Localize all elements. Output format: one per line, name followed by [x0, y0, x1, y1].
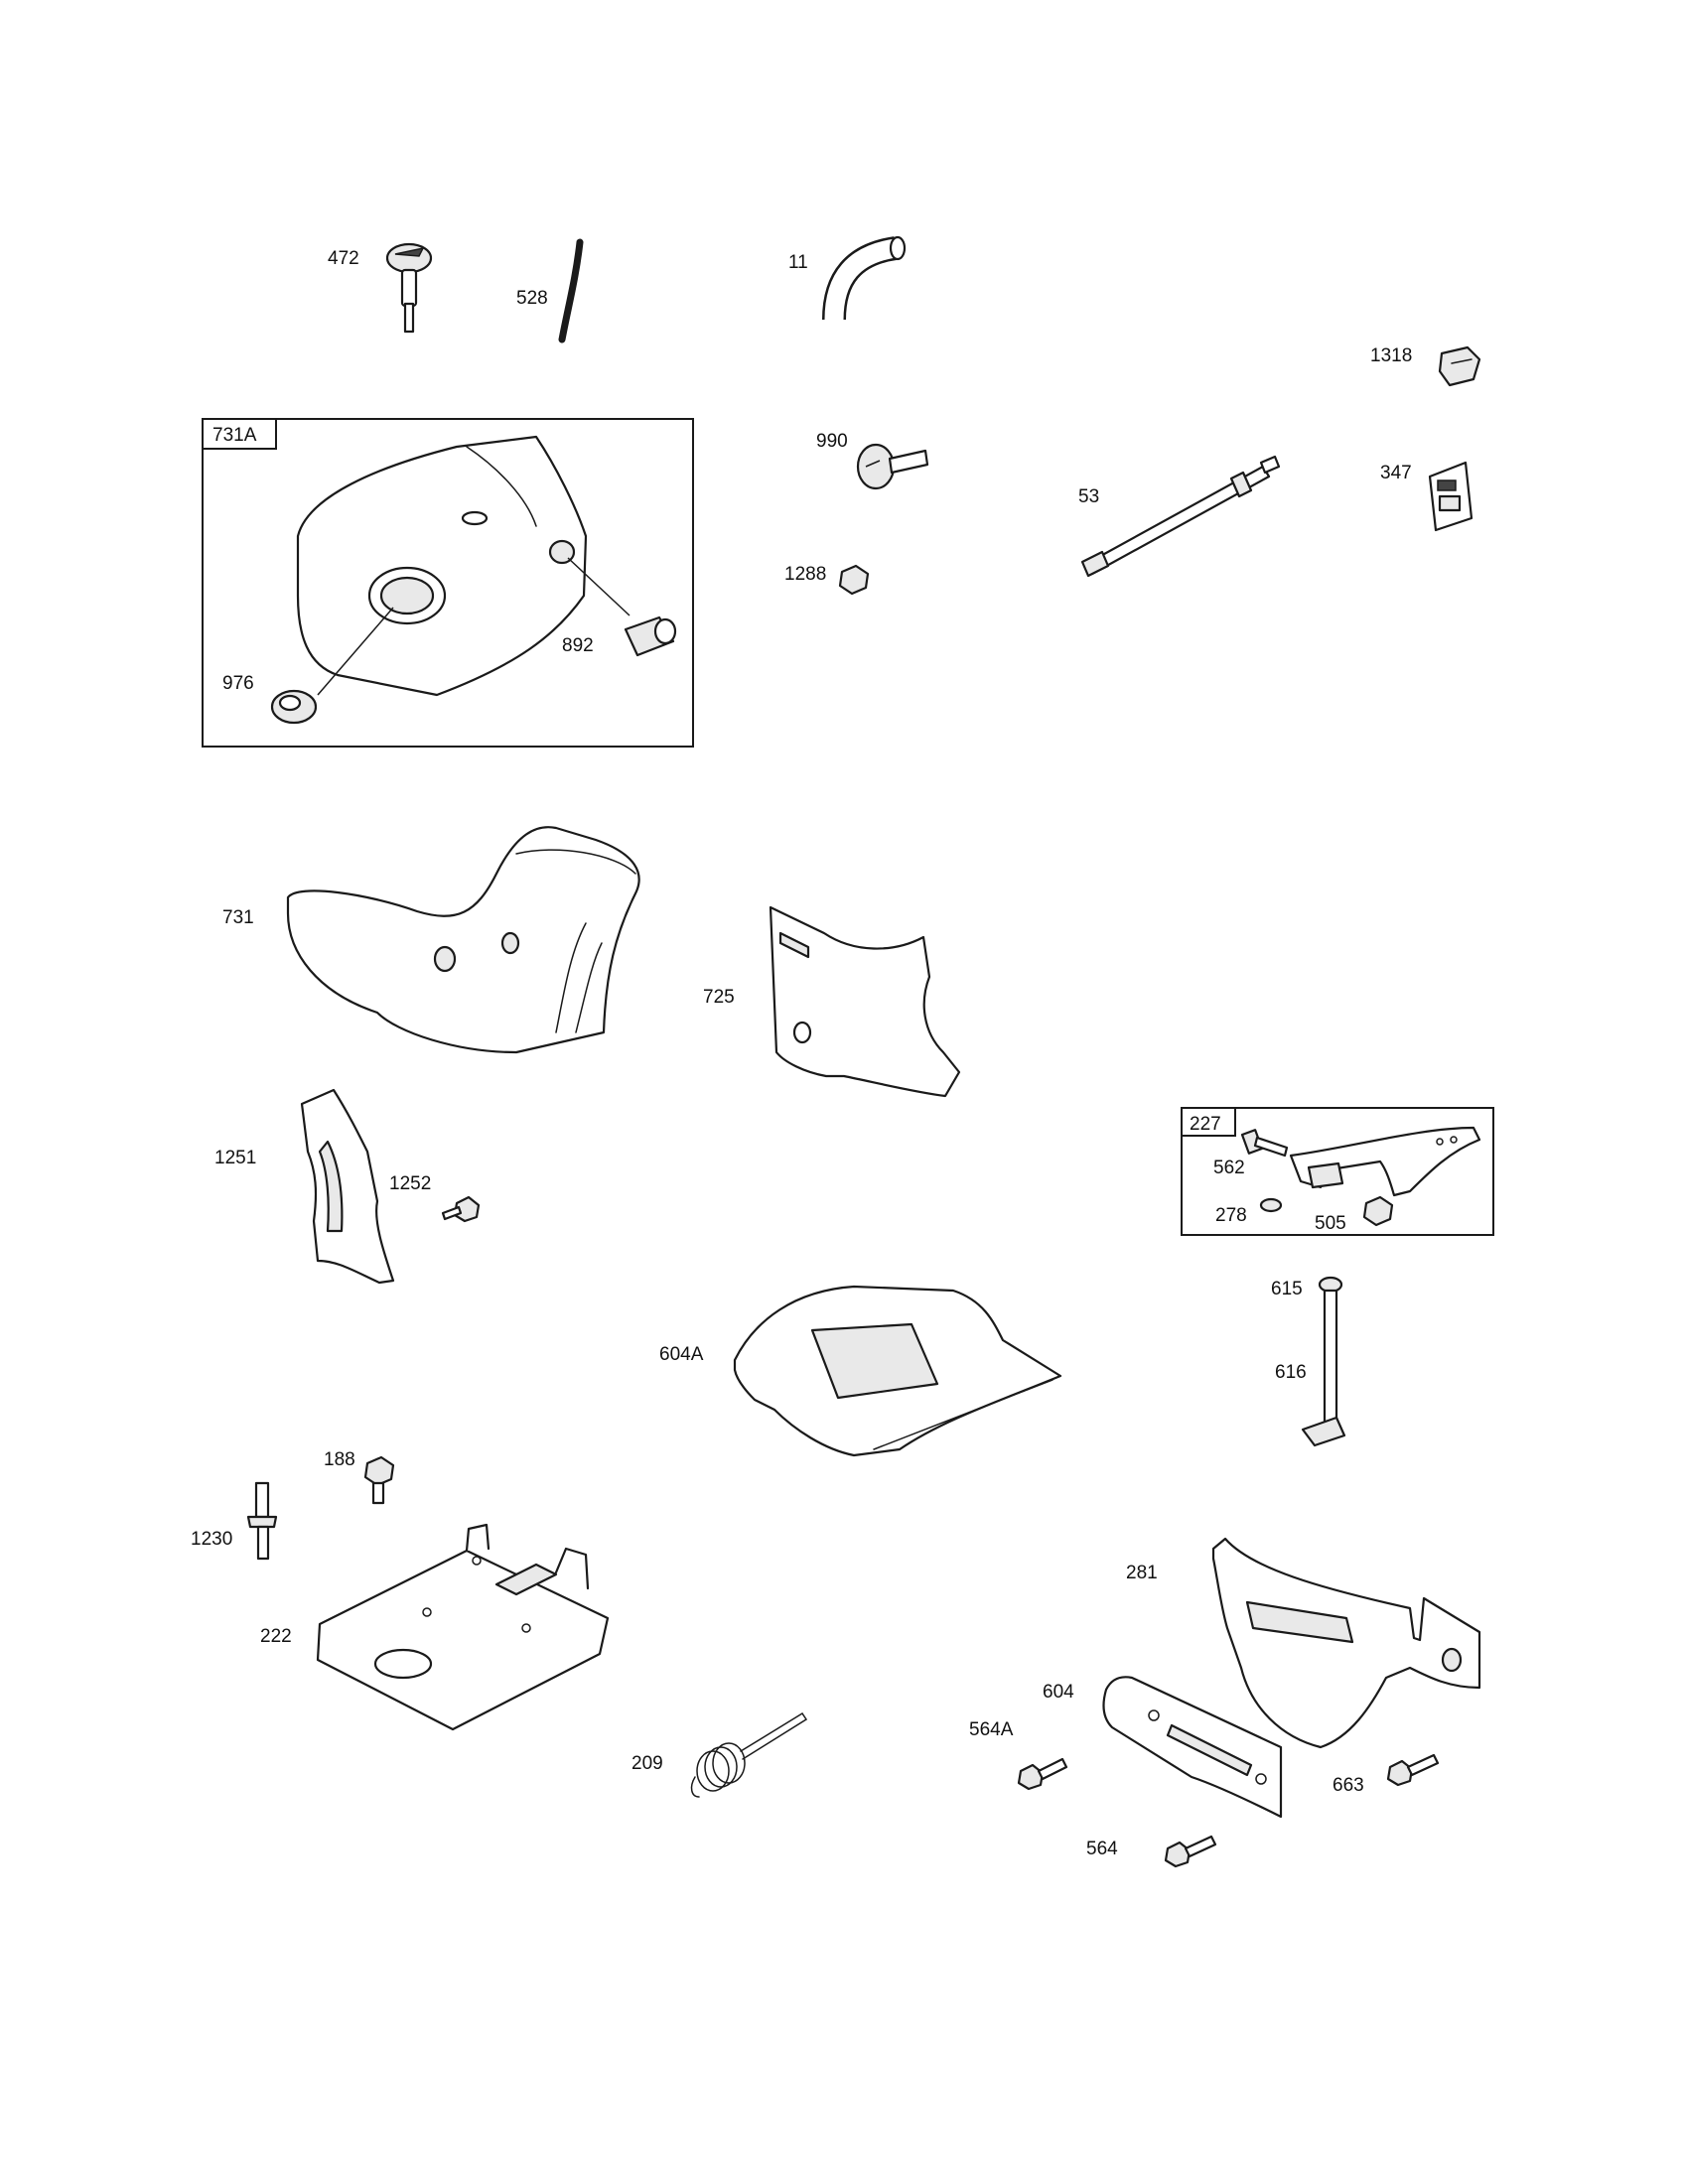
callout-731: 731 — [222, 907, 254, 928]
callout-725: 725 — [703, 987, 735, 1008]
part-227-bracket — [1289, 1126, 1481, 1197]
callout-278: 278 — [1215, 1205, 1247, 1226]
part-562-screw — [1240, 1129, 1289, 1158]
callout-562: 562 — [1213, 1158, 1245, 1178]
callout-976: 976 — [222, 673, 254, 694]
callout-labels: 472 528 11 1318 731A 990 53 347 1288 892… — [191, 248, 1412, 1859]
callout-1230: 1230 — [191, 1529, 232, 1550]
leader-892 — [567, 557, 631, 616]
callout-1318: 1318 — [1370, 345, 1412, 366]
part-564-screw — [1164, 1835, 1217, 1868]
part-604A-air-guide — [733, 1285, 1062, 1457]
part-892-switch — [624, 615, 677, 657]
callout-604A: 604A — [659, 1344, 704, 1365]
part-725-shroud — [769, 905, 961, 1098]
callout-564A: 564A — [969, 1719, 1014, 1740]
callout-990: 990 — [816, 431, 848, 452]
callout-505: 505 — [1315, 1213, 1346, 1234]
part-505-nut — [1362, 1195, 1394, 1227]
part-1252-screw — [441, 1195, 481, 1223]
callout-222: 222 — [260, 1626, 292, 1647]
part-53-stud — [1080, 455, 1281, 578]
part-347-switch — [1428, 461, 1474, 532]
part-209-spring — [690, 1711, 808, 1798]
part-472-dipstick — [385, 242, 433, 334]
callout-1288: 1288 — [784, 564, 826, 585]
part-1230-stud — [246, 1481, 278, 1561]
callout-188: 188 — [324, 1449, 355, 1470]
callout-11: 11 — [788, 252, 808, 273]
callout-53: 53 — [1078, 486, 1099, 507]
part-528-tube — [558, 238, 584, 343]
callout-1252: 1252 — [389, 1173, 431, 1194]
callout-528: 528 — [516, 288, 548, 309]
part-564A-screw — [1017, 1757, 1068, 1791]
callout-604: 604 — [1043, 1682, 1074, 1703]
part-976-fuel-cap — [270, 689, 318, 725]
callout-472: 472 — [328, 248, 359, 269]
callout-663: 663 — [1333, 1775, 1364, 1796]
part-188-screw — [363, 1455, 395, 1505]
part-222-base-plate — [316, 1523, 610, 1731]
part-990-valve — [856, 443, 929, 490]
part-1251-baffle — [300, 1088, 395, 1285]
leader-976 — [317, 607, 394, 696]
callout-615: 615 — [1271, 1279, 1303, 1299]
part-604-plate — [1102, 1676, 1283, 1819]
part-731-shroud — [286, 826, 640, 1054]
part-11-elbow-hose — [822, 235, 907, 321]
group-frame-731A — [202, 418, 694, 748]
part-281-bracket — [1211, 1537, 1481, 1749]
group-frame-227 — [1181, 1107, 1494, 1236]
callout-1251: 1251 — [214, 1148, 256, 1168]
part-1318-knob — [1438, 345, 1481, 387]
callout-209: 209 — [632, 1753, 663, 1774]
part-616-shaft — [1301, 1289, 1346, 1447]
part-663-screw — [1386, 1753, 1440, 1787]
callout-731A: 731A — [212, 425, 257, 446]
part-731A-fuel-tank — [296, 435, 588, 697]
part-278-washer — [1259, 1197, 1283, 1213]
callout-347: 347 — [1380, 463, 1412, 483]
callout-892: 892 — [562, 635, 594, 656]
part-1288-nut — [838, 564, 870, 596]
callout-616: 616 — [1275, 1362, 1307, 1383]
callout-box-227 — [1181, 1107, 1236, 1137]
callout-281: 281 — [1126, 1563, 1158, 1583]
callout-564: 564 — [1086, 1839, 1118, 1859]
callout-227: 227 — [1190, 1114, 1221, 1135]
callout-box-731A — [202, 418, 277, 450]
